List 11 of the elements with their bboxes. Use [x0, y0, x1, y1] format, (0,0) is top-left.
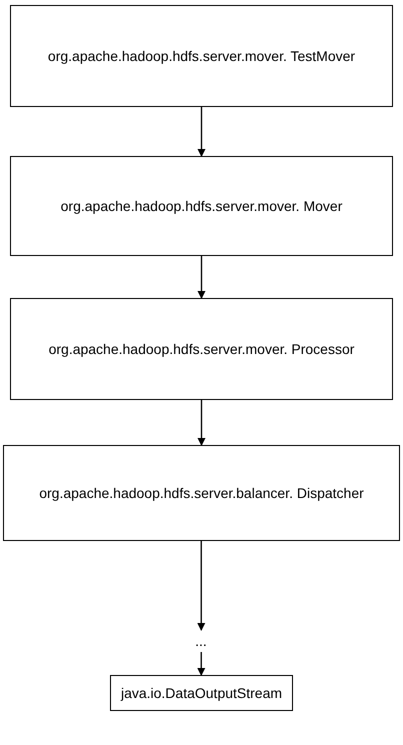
arrow [198, 256, 206, 299]
arrow [198, 400, 206, 446]
class-box: org.apache.hadoop.hdfs.server.mover. Mover [10, 156, 393, 256]
class-box: org.apache.hadoop.hdfs.server.mover. Processor [10, 298, 393, 400]
arrow [197, 541, 206, 631]
class-box: java.io.DataOutputStream [110, 675, 293, 711]
arrow [198, 107, 206, 157]
arrow [197, 652, 206, 676]
class-box: org.apache.hadoop.hdfs.server.mover. TestMover [10, 5, 393, 107]
class-box: org.apache.hadoop.hdfs.server.balancer. Dispatcher [3, 445, 400, 541]
ellipsis-text: ... [186, 630, 216, 652]
